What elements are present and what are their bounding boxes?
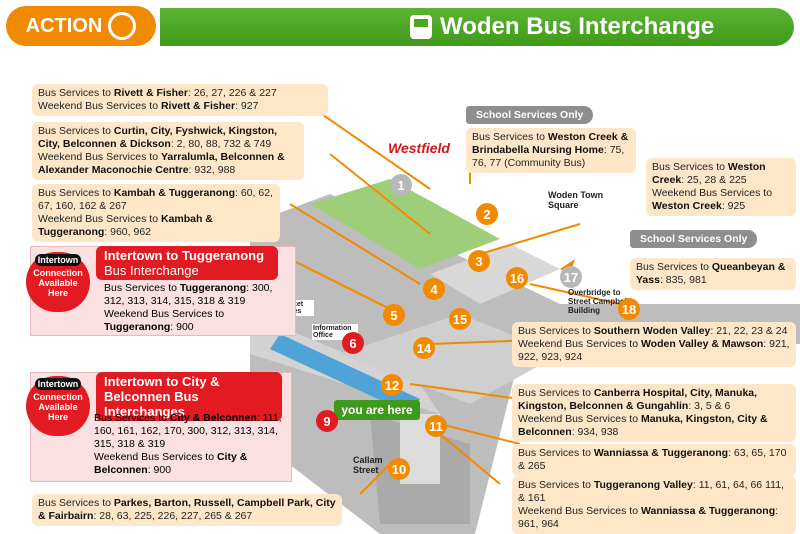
box-southern-woden: Bus Services to Southern Woden Valley: 2… xyxy=(512,322,796,367)
stop-9: 9 xyxy=(316,410,338,432)
box-wanniassa: Bus Services to Wanniassa & Tuggeranong:… xyxy=(512,444,796,476)
intertown-city-header: Intertown to City &Belconnen Bus Interch… xyxy=(96,372,282,421)
stop-1: 1 xyxy=(390,174,412,196)
header: ACTION Woden Bus Interchange xyxy=(0,0,800,54)
stop-15: 15 xyxy=(449,308,471,330)
action-logo: ACTION xyxy=(6,6,156,46)
box-curtin: Bus Services to Curtin, City, Fyshwick, … xyxy=(32,122,304,180)
stop-6: 6 xyxy=(342,332,364,354)
stop-18: 18 xyxy=(618,298,640,320)
box-queanbeyan: Bus Services to Queanbeyan & Yass: 835, … xyxy=(630,258,796,290)
school-services-tag-1: School Services Only xyxy=(466,106,594,124)
grass-block xyxy=(310,179,500,269)
overbridge-label: Overbridge to Street Campbell Building xyxy=(568,288,629,315)
page-title-wrap: Woden Bus Interchange xyxy=(410,12,790,42)
logo-text: ACTION xyxy=(25,14,103,37)
you-are-here-marker: you are here xyxy=(334,400,420,420)
box-weston-creek-nursing: Bus Services to Weston Creek & Brindabel… xyxy=(466,128,636,173)
bus-icon xyxy=(410,15,432,39)
intertown-city-text: Bus Services to City & Belconnen: 111, 1… xyxy=(94,412,282,476)
westfield-label: Westfield xyxy=(388,140,450,156)
stop-11: 11 xyxy=(425,415,447,437)
stop-4: 4 xyxy=(423,278,445,300)
stop-3: 3 xyxy=(468,250,490,272)
box-weston-creek: Bus Services to Weston Creek: 25, 28 & 2… xyxy=(646,158,796,216)
roof-block xyxy=(430,244,560,304)
page-title: Woden Bus Interchange xyxy=(440,13,715,40)
stop-10: 10 xyxy=(388,458,410,480)
logo-icon xyxy=(108,12,137,40)
stop-14: 14 xyxy=(413,337,435,359)
school-services-tag-2: School Services Only xyxy=(630,230,758,248)
callam-street-label: Callam Street xyxy=(353,455,383,475)
box-canberra-hospital: Bus Services to Canberra Hospital, City,… xyxy=(512,384,796,442)
bus-lane xyxy=(340,314,560,404)
stop-5: 5 xyxy=(383,304,405,326)
title-bar xyxy=(160,8,794,46)
intertown-tuggeranong-text: Bus Services to Tuggeranong: 300, 312, 3… xyxy=(104,282,273,333)
box-rivett: Bus Services to Rivett & Fisher: 26, 27,… xyxy=(32,84,328,116)
interchange-map xyxy=(250,98,800,534)
platform-canopy xyxy=(270,334,420,414)
box-kambah: Bus Services to Kambah & Tuggeranong: 60… xyxy=(32,184,280,242)
stop-12: 12 xyxy=(381,374,403,396)
box-tuggeranong-valley: Bus Services to Tuggeranong Valley: 11, … xyxy=(512,476,796,534)
stop-16: 16 xyxy=(506,267,528,289)
box-parkes: Bus Services to Parkes, Barton, Russell,… xyxy=(32,494,342,526)
stop-17: 17 xyxy=(560,266,582,288)
stop-2: 2 xyxy=(476,203,498,225)
woden-town-square-label: Woden Town Square xyxy=(548,190,604,210)
